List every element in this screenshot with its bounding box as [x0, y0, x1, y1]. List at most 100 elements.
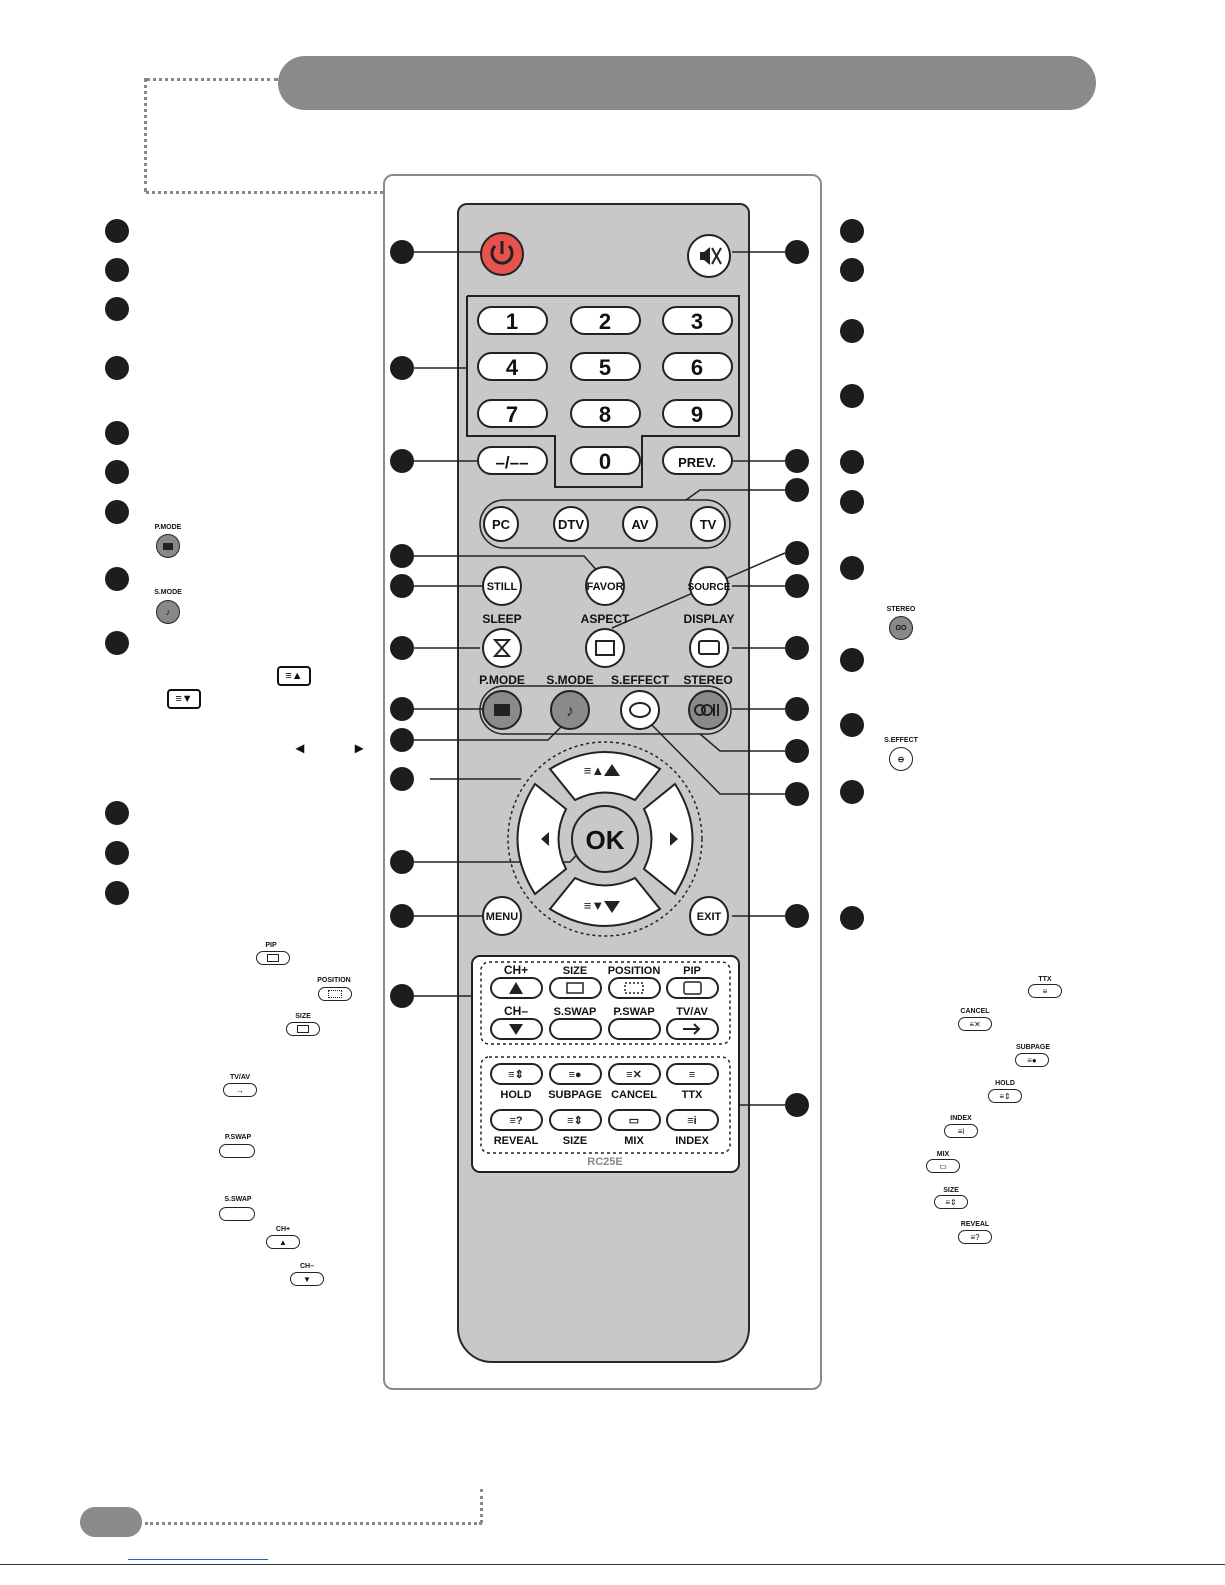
position-icon	[624, 982, 644, 994]
teletext-keys	[490, 1063, 719, 1131]
mode-group-frame	[479, 685, 732, 735]
mini-label-pswap: P.SWAP	[224, 1134, 252, 1141]
index-icon: ≡i	[687, 1115, 696, 1127]
bullet	[105, 297, 129, 321]
reveal-icon: ≡?	[509, 1115, 522, 1127]
right-arrow-icon: ▸	[355, 740, 364, 757]
power-icon	[490, 241, 514, 265]
callout-markers	[390, 240, 809, 1117]
stereo-label: STEREO	[683, 673, 732, 687]
bullet	[840, 713, 864, 737]
stereo-icon	[694, 704, 719, 716]
size-icon	[566, 982, 584, 994]
key-0: 0	[599, 449, 611, 474]
bullet	[840, 648, 864, 672]
mini-subpage-icon: ≡●	[1015, 1053, 1049, 1067]
teletext-page-down-icon: ≡▼	[167, 689, 201, 709]
dotted-connector	[146, 191, 383, 194]
key-dtv: DTV	[558, 517, 584, 532]
model-label: RC25E	[587, 1156, 622, 1168]
pip-label-chplus: CH+	[504, 963, 528, 977]
ttx-icon: ≡	[689, 1069, 695, 1081]
display-label: DISPLAY	[684, 612, 735, 626]
bullet	[840, 319, 864, 343]
page-number-tab	[80, 1507, 142, 1537]
pip-label-pip: PIP	[683, 965, 701, 977]
bullet	[840, 490, 864, 514]
subpage-icon: ≡●	[568, 1069, 581, 1081]
ttx-label-ttx: TTX	[682, 1089, 703, 1101]
remote-frame	[383, 174, 822, 1390]
digit-keys	[477, 306, 733, 475]
mini-chplus-icon: ▲	[266, 1235, 300, 1249]
up-arrow-icon	[604, 764, 620, 776]
bullet	[105, 631, 129, 655]
key-tv: TV	[700, 517, 717, 532]
mini-index-icon: ≡i	[944, 1124, 978, 1138]
mini-sswap-icon	[219, 1207, 255, 1221]
smode-label: S.MODE	[546, 673, 593, 687]
ttx-label-cancel: CANCEL	[611, 1089, 657, 1101]
mini-label-size-right: SIZE	[943, 1187, 959, 1194]
mini-mix-icon: ▭	[926, 1159, 960, 1173]
display-icon	[698, 640, 720, 655]
aspect-button	[585, 628, 625, 668]
size-ttx-icon: ≡⇕	[567, 1115, 583, 1127]
bottom-rule	[0, 1564, 1225, 1565]
bullet	[105, 460, 129, 484]
mini-size-icon-right: ≡⇕	[934, 1195, 968, 1209]
key-6: 6	[691, 355, 703, 380]
bullet	[840, 219, 864, 243]
ttx-label-index: INDEX	[675, 1135, 709, 1147]
mini-label-position: POSITION	[317, 977, 351, 984]
mini-chminus-icon: ▼	[290, 1272, 324, 1286]
seffect-label: S.EFFECT	[611, 673, 670, 687]
aspect-icon	[595, 640, 615, 656]
ttx-label-reveal: REVEAL	[494, 1135, 539, 1147]
source-group-frame	[479, 499, 731, 549]
mini-label-stereo: STEREO	[886, 606, 916, 613]
right-arrow-icon	[670, 832, 678, 846]
nav-ring	[507, 741, 703, 937]
hold-icon: ≡⇕	[508, 1069, 524, 1081]
mix-icon: ▭	[629, 1115, 639, 1127]
pip-label-chminus: CH–	[504, 1004, 528, 1018]
mini-label-tvav: TV/AV	[229, 1074, 251, 1081]
pip-label-pswap: P.SWAP	[613, 1006, 654, 1018]
mini-smode-icon: ♪	[156, 600, 180, 624]
mini-label-hold: HOLD	[995, 1080, 1015, 1087]
seffect-button	[620, 690, 660, 730]
menu-button	[482, 896, 522, 936]
nav-right-button	[642, 782, 694, 896]
pip-label-sswap: S.SWAP	[554, 1006, 597, 1018]
section-header-bar	[278, 56, 1096, 110]
bullet	[840, 258, 864, 282]
mini-label-sswap: S.SWAP	[224, 1196, 252, 1203]
key-prev: PREV.	[678, 455, 716, 470]
pip-icon	[683, 981, 702, 995]
bullet	[105, 841, 129, 865]
display-button	[689, 628, 729, 668]
ch-up-icon	[509, 982, 523, 994]
still-button	[482, 566, 522, 606]
mini-reveal-icon: ≡?	[958, 1230, 992, 1244]
left-arrow-icon: ◂	[296, 740, 305, 757]
bullet	[105, 421, 129, 445]
sleep-label: SLEEP	[482, 612, 521, 626]
left-arrow-icon	[541, 832, 549, 846]
bullet	[840, 384, 864, 408]
mute-icon	[700, 247, 722, 265]
mini-label-chminus: CH–	[299, 1263, 314, 1270]
pip-group-frame	[480, 961, 731, 1045]
dotted-connector	[145, 1522, 482, 1525]
mini-label-seffect: S.EFFECT	[884, 737, 918, 744]
stereo-button	[688, 690, 728, 730]
ttx-label-subpage: SUBPAGE	[548, 1089, 602, 1101]
bullet	[840, 780, 864, 804]
ok-button	[571, 805, 639, 873]
dotted-connector	[480, 1489, 483, 1523]
key-pc: PC	[492, 517, 511, 532]
key-9: 9	[691, 402, 703, 427]
mini-size-icon	[286, 1022, 320, 1036]
footer-link-line	[128, 1559, 268, 1560]
